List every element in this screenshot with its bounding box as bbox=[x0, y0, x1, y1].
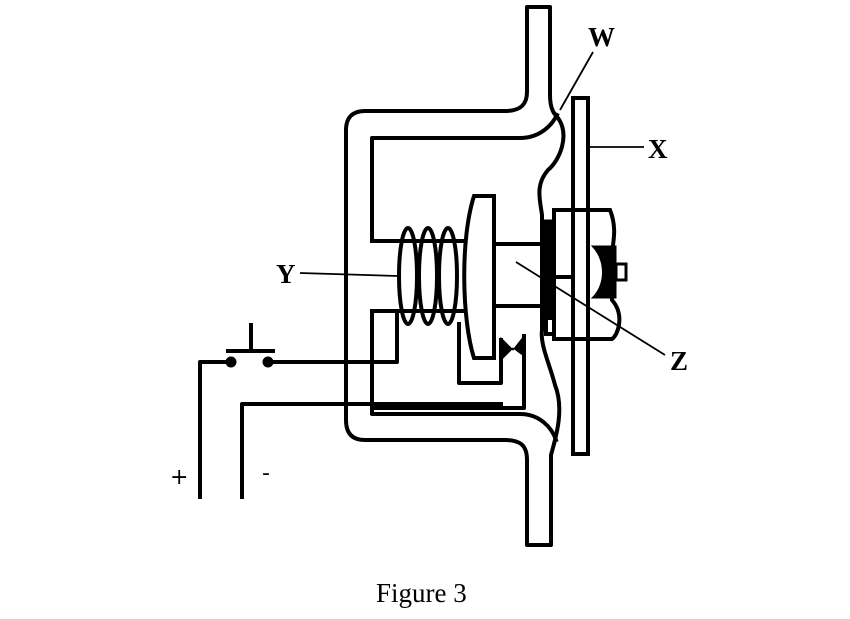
plate-x-front bbox=[571, 96, 590, 456]
terminal-positive: + bbox=[170, 465, 188, 490]
figure-caption: Figure 3 bbox=[376, 578, 467, 608]
label-y: Y bbox=[276, 259, 296, 289]
leader-w bbox=[559, 51, 594, 111]
leader-z bbox=[515, 261, 666, 356]
label-x: X bbox=[648, 134, 668, 164]
terminal-negative: - bbox=[262, 461, 270, 486]
circuit-wiring bbox=[198, 309, 503, 499]
bolt-tip bbox=[614, 262, 628, 282]
inner-frame-lower bbox=[370, 309, 559, 443]
bolt-head bbox=[590, 245, 617, 299]
armature-bracket bbox=[457, 322, 503, 385]
inner-frame-upper bbox=[370, 112, 560, 243]
armature bbox=[462, 194, 496, 360]
pivot bbox=[500, 334, 525, 362]
pivot-bracket bbox=[370, 334, 526, 410]
coil bbox=[397, 226, 459, 326]
leader-y bbox=[299, 272, 399, 277]
label-z: Z bbox=[670, 346, 688, 376]
shaft bbox=[492, 242, 544, 308]
label-w: W bbox=[588, 22, 615, 52]
push-switch[interactable] bbox=[225, 323, 275, 368]
